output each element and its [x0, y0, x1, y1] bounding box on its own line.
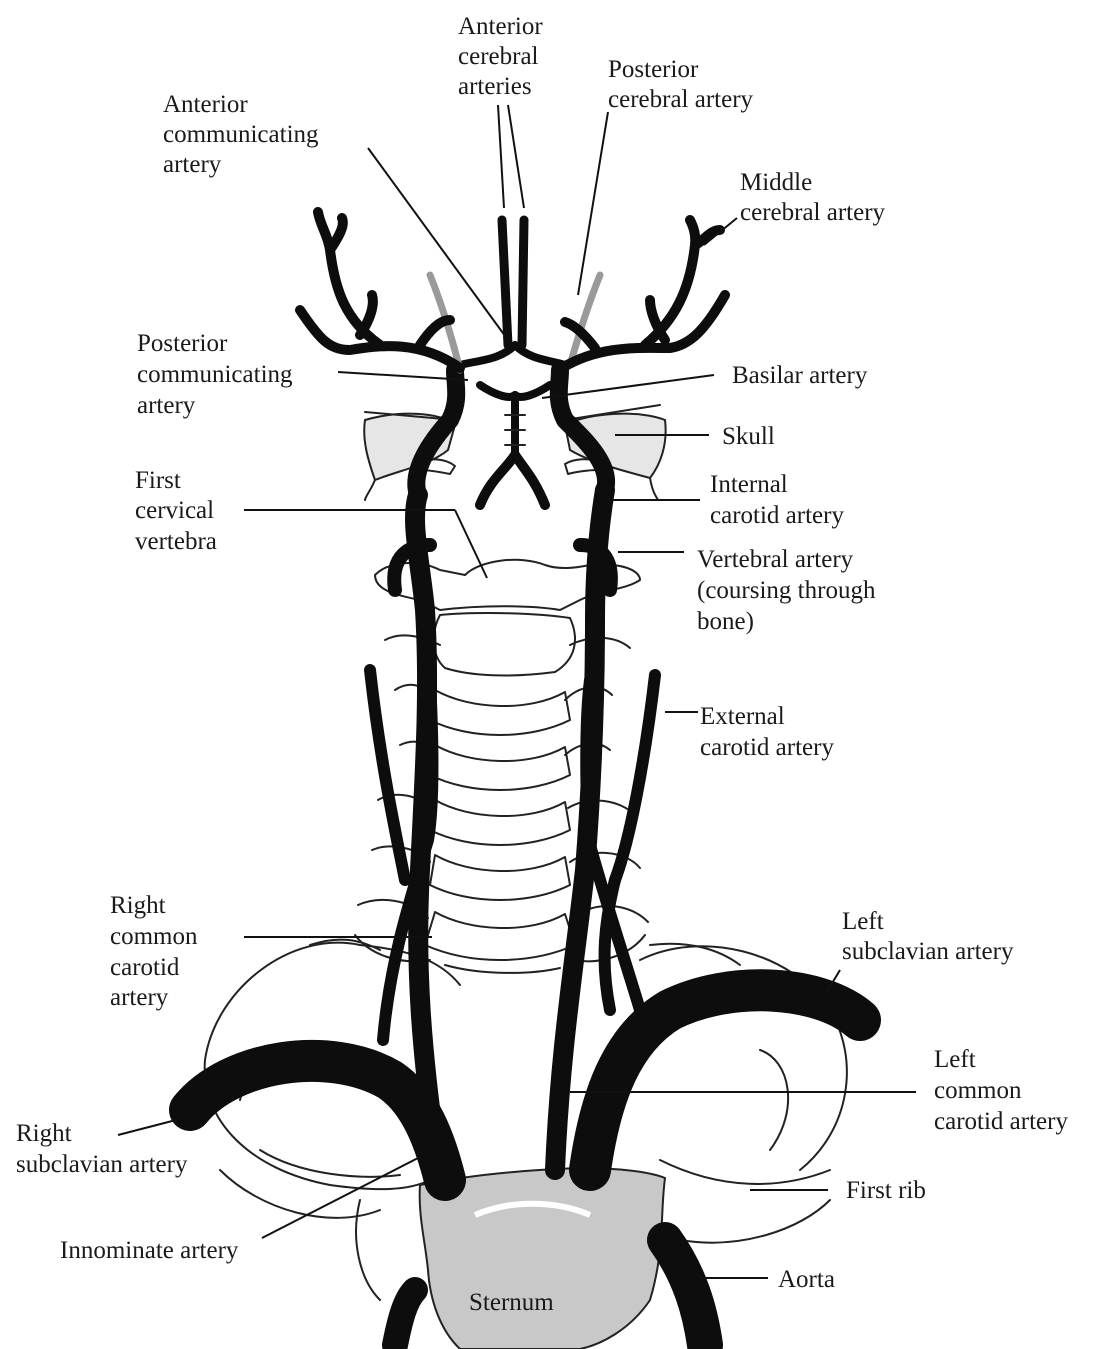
label-posterior-cerebral-artery: Posterior cerebral artery — [608, 56, 754, 113]
label-first-cervical-vertebra: First cervical vertebra — [135, 467, 220, 555]
label-skull: Skull — [722, 423, 775, 450]
label-anterior-cerebral-arteries: Anterior cerebral arteries — [458, 13, 549, 100]
label-posterior-communicating-artery: Posterior communicating artery — [137, 330, 299, 419]
label-basilar-artery: Basilar artery — [732, 362, 868, 389]
label-left-common-carotid-artery: Left common carotid artery — [934, 1046, 1068, 1135]
label-innominate-artery: Innominate artery — [60, 1237, 239, 1264]
innominate-lower-vessel — [395, 1290, 415, 1345]
label-internal-carotid-artery: Internal carotid artery — [710, 471, 844, 529]
anterior-cerebral-vessels — [502, 220, 524, 345]
label-middle-cerebral-artery: Middle cerebral artery — [740, 169, 886, 226]
aorta-vessel — [665, 1240, 705, 1345]
label-aorta: Aorta — [778, 1266, 835, 1293]
label-left-subclavian-artery: Left subclavian artery — [842, 908, 1014, 965]
label-sternum: Sternum — [469, 1289, 554, 1316]
vertebral-join-right — [480, 455, 515, 505]
label-right-common-carotid-artery: Right common carotid artery — [110, 892, 204, 1011]
left-subclavian-artery-vessel — [590, 990, 860, 1170]
right-subclavian-artery-vessel — [190, 1061, 445, 1180]
label-right-subclavian-artery: Right subclavian artery — [16, 1120, 188, 1178]
label-anterior-communicating-artery: Anterior communicating artery — [163, 91, 325, 178]
circle-of-willis — [460, 345, 565, 397]
leader-lines — [118, 105, 916, 1278]
vertebral-join-left — [515, 455, 545, 505]
label-external-carotid-artery: External carotid artery — [700, 703, 834, 761]
label-vertebral-artery: Vertebral artery (coursing through bone) — [697, 546, 882, 635]
label-first-rib: First rib — [846, 1177, 926, 1204]
